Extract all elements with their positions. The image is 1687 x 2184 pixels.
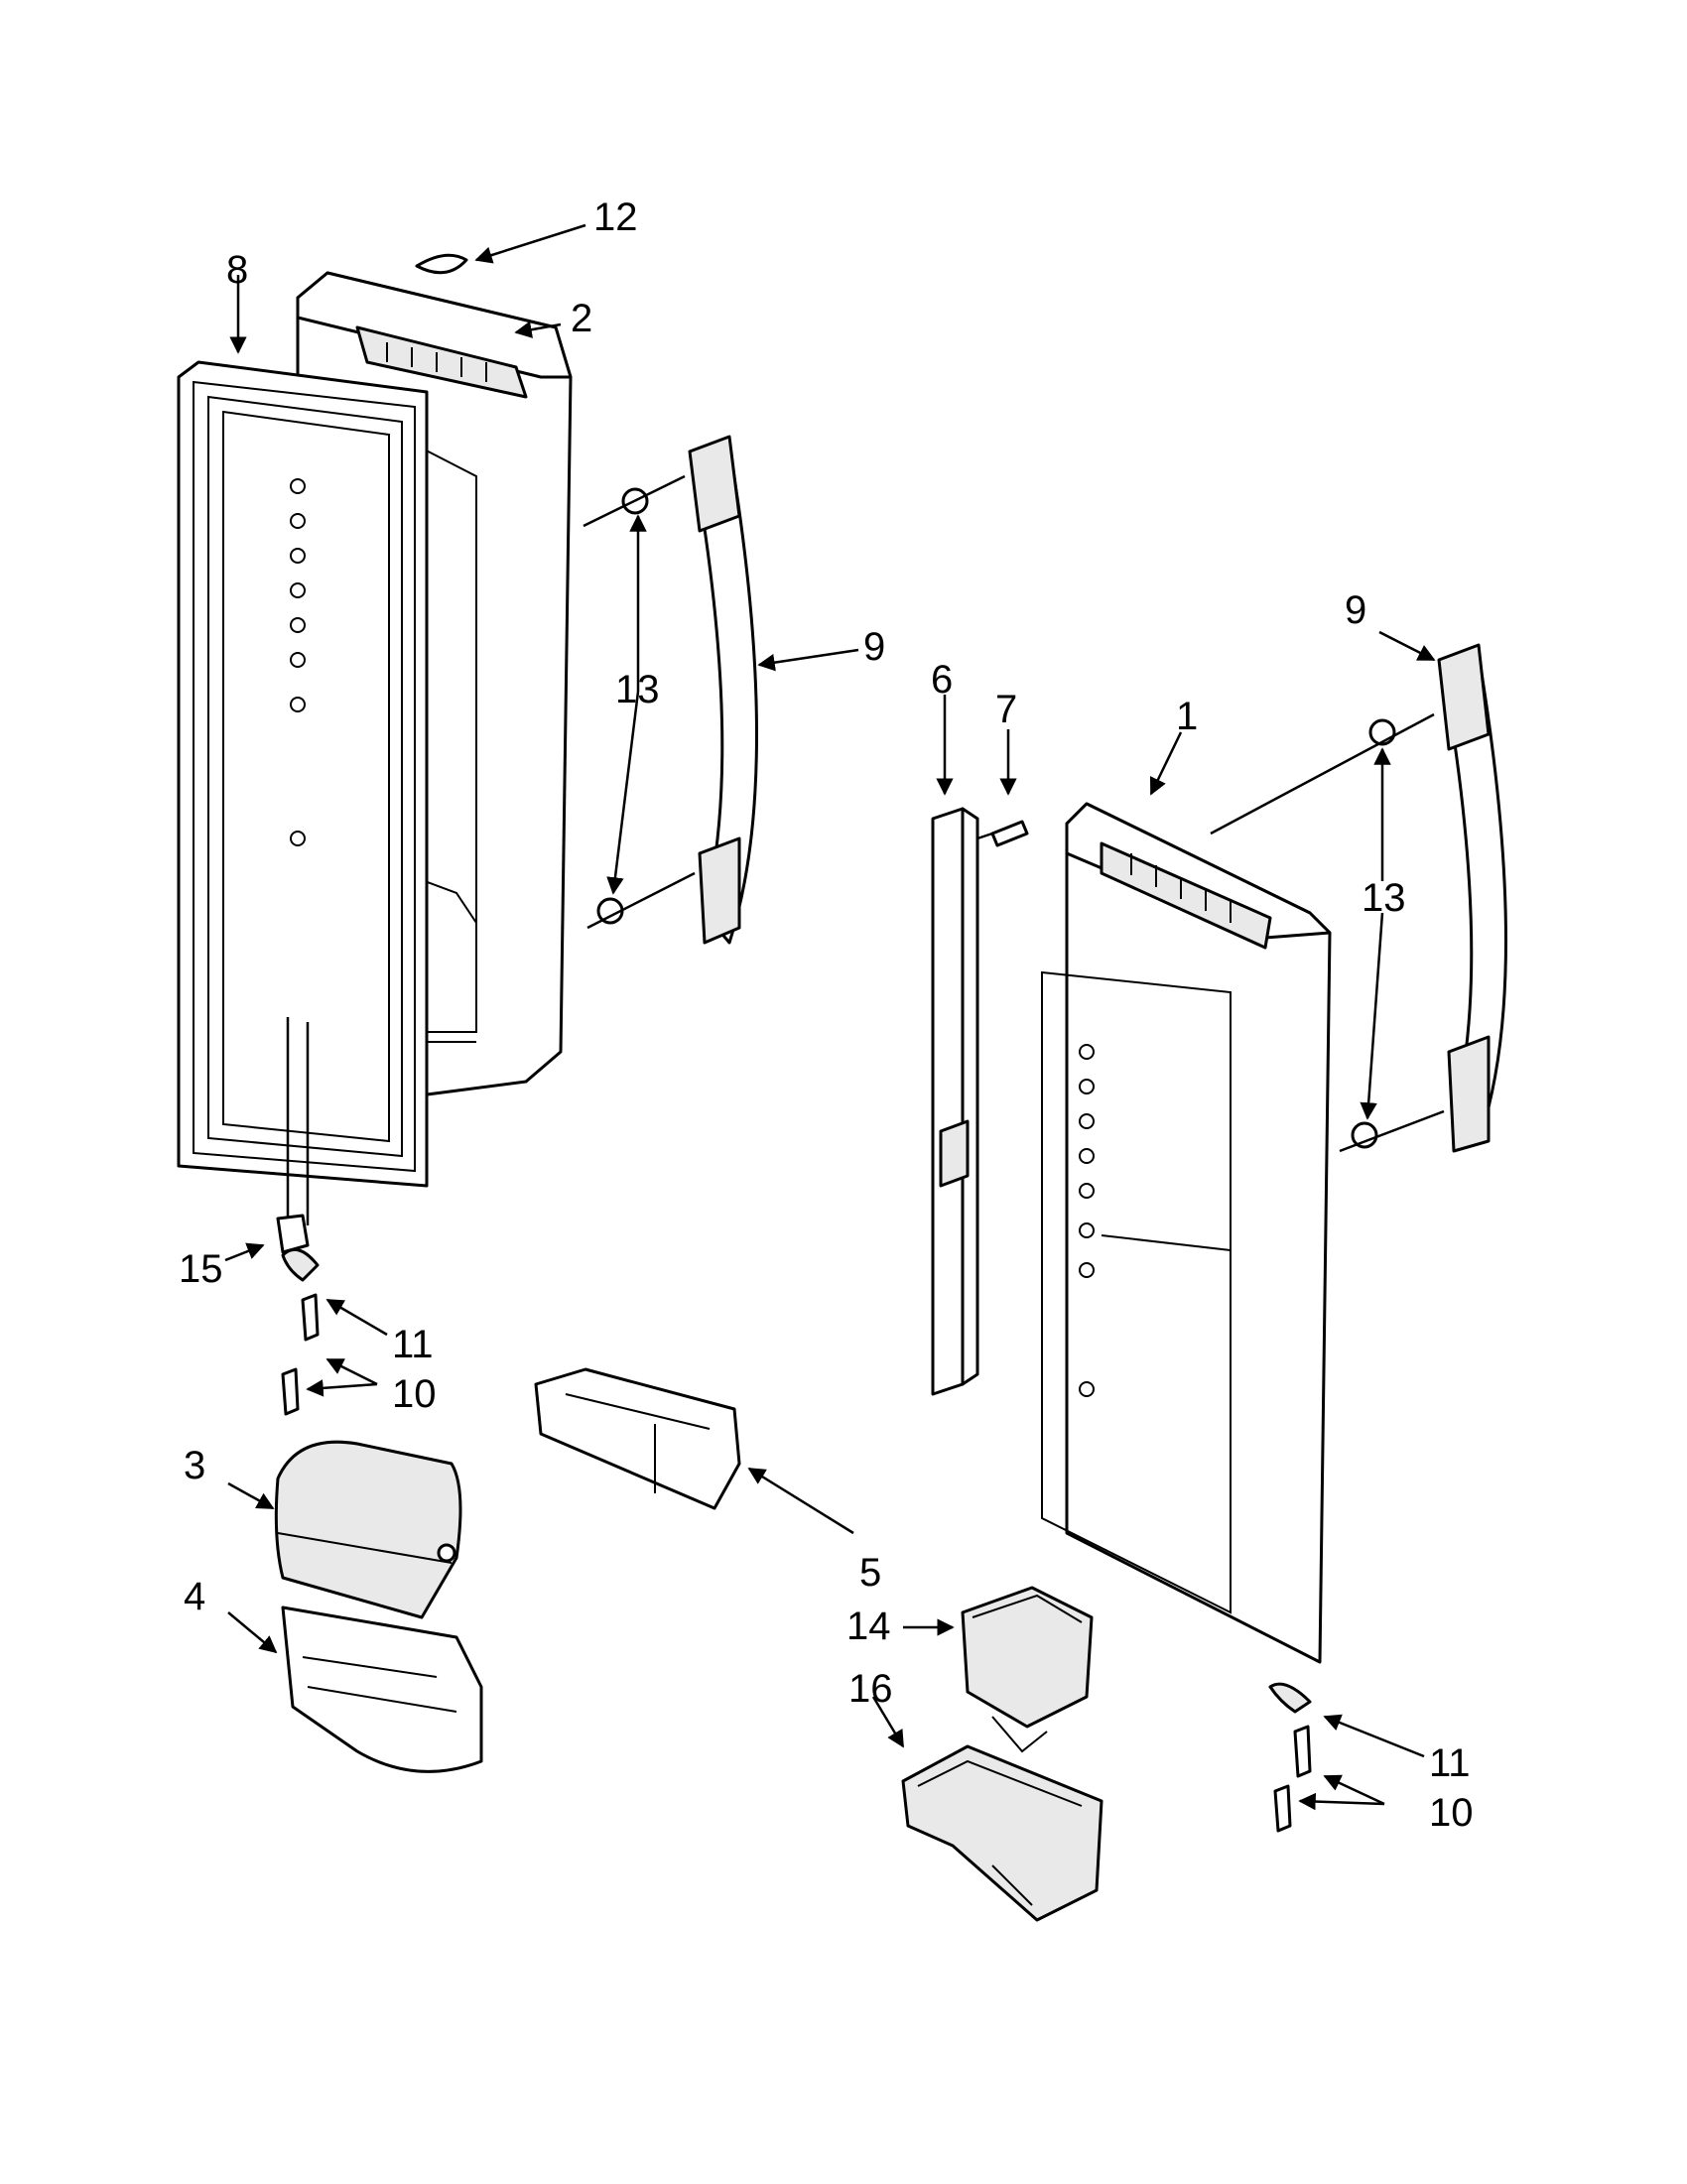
left-door-gasket <box>177 360 429 1188</box>
center-flipper-mullion <box>931 807 1029 1396</box>
callout-3: 3 <box>184 1444 205 1487</box>
ice-container-housing <box>901 1744 1103 1922</box>
callout-11-right: 11 <box>1429 1741 1471 1785</box>
dairy-compartment-door <box>274 1440 462 1619</box>
callout-1: 1 <box>1176 695 1198 738</box>
callout-10-left: 10 <box>392 1372 437 1416</box>
callout-13-right: 13 <box>1362 876 1406 920</box>
callout-6: 6 <box>931 658 953 702</box>
callout-5: 5 <box>859 1551 881 1595</box>
callout-9-right: 9 <box>1345 588 1366 632</box>
callout-13-left: 13 <box>615 668 660 711</box>
callout-10-right: 10 <box>1429 1791 1474 1835</box>
callout-9-left: 9 <box>863 625 885 669</box>
callout-12: 12 <box>593 195 638 239</box>
callout-8: 8 <box>226 248 248 292</box>
ice-chute-bucket-small <box>961 1586 1094 1753</box>
callout-16: 16 <box>848 1667 893 1711</box>
left-hinge-hardware <box>276 1017 320 1416</box>
callout-labels: 12 8 2 9 13 9 6 7 1 13 15 11 10 3 4 5 14… <box>179 195 1474 1835</box>
right-door-handle <box>1210 643 1507 1153</box>
door-bin <box>534 1367 741 1510</box>
callout-2: 2 <box>571 297 592 340</box>
callout-leaders <box>224 223 1436 1811</box>
right-hinge-hardware <box>1268 1682 1312 1833</box>
callout-14: 14 <box>846 1605 891 1648</box>
callout-11-left: 11 <box>392 1323 434 1366</box>
callout-4: 4 <box>184 1575 205 1618</box>
dairy-compartment-bin <box>281 1606 483 1773</box>
plug-12 <box>415 253 468 275</box>
left-door-inner-shelf-dimples <box>290 478 306 846</box>
left-door-handle <box>583 435 758 945</box>
callout-7: 7 <box>995 688 1017 731</box>
right-door-assembly <box>1041 802 1332 1664</box>
callout-15: 15 <box>179 1247 223 1291</box>
